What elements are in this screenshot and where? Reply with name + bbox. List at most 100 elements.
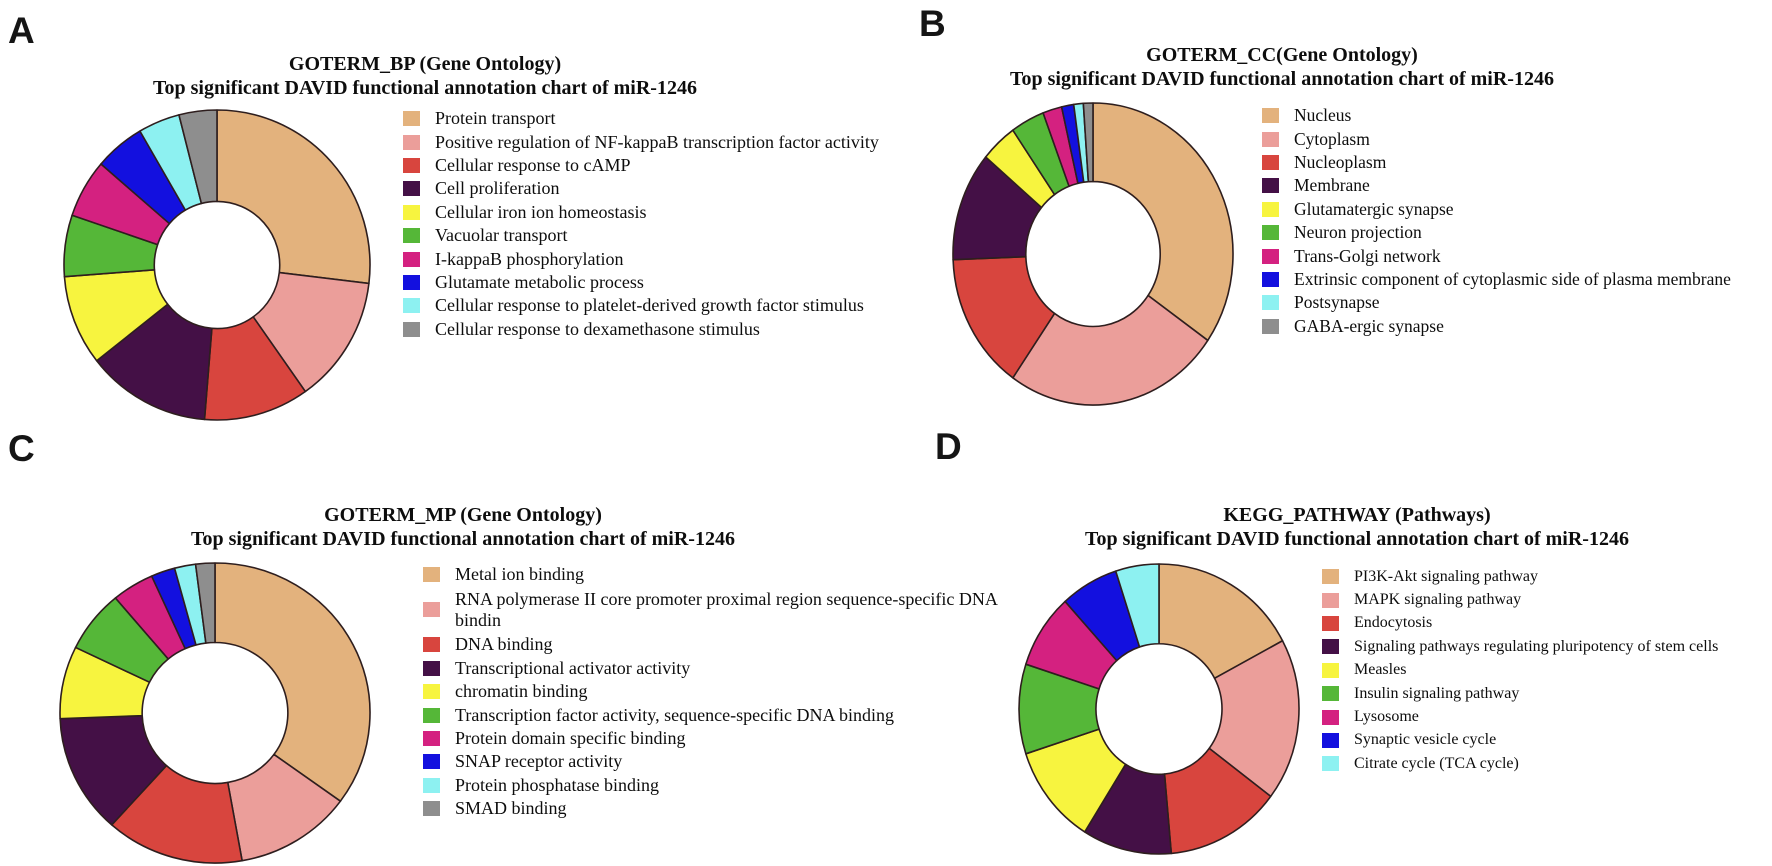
legend-label: Membrane — [1294, 175, 1370, 196]
legend-item: Cellular response to dexamethasone stimu… — [403, 318, 879, 341]
legend-swatch-icon — [403, 204, 420, 220]
legend-swatch-icon — [423, 637, 440, 653]
donut-segment-d-8 — [1114, 563, 1160, 648]
legend-item: Signaling pathways regulating pluripoten… — [1322, 635, 1718, 658]
legend-swatch-icon — [403, 134, 420, 150]
donut-segment-a-1 — [252, 271, 370, 393]
legend-item: Transcription factor activity, sequence-… — [423, 703, 998, 726]
legend-item: Extrinsic component of cytoplasmic side … — [1262, 268, 1731, 291]
legend-item: SNAP receptor activity — [423, 750, 998, 773]
panel-a-donut-chart — [63, 109, 371, 421]
panel-b-title: GOTERM_CC(Gene Ontology) Top significant… — [932, 43, 1632, 91]
panel-c-donut-chart — [59, 562, 371, 864]
panel-d-title-line1: KEGG_PATHWAY (Pathways) — [1223, 504, 1491, 526]
donut-segment-d-0 — [1158, 563, 1284, 680]
legend-swatch-icon — [1322, 639, 1339, 655]
legend-label: Positive regulation of NF-kappaB transcr… — [435, 131, 879, 152]
legend-swatch-icon — [1262, 201, 1279, 217]
legend-label: Lysosome — [1354, 708, 1419, 726]
legend-item: Transcriptional activator activity — [423, 657, 998, 680]
panel-d-title-line2: Top significant DAVID functional annotat… — [1085, 528, 1629, 550]
legend-item: SMAD binding — [423, 797, 998, 820]
legend-label: Metal ion binding — [455, 564, 584, 585]
legend-item: Protein domain specific binding — [423, 727, 998, 750]
legend-item: Glutamate metabolic process — [403, 271, 879, 294]
legend-label: Transcription factor activity, sequence-… — [455, 704, 895, 725]
legend-label: SMAD binding — [455, 798, 567, 819]
panel-c-title-line1: GOTERM_MP (Gene Ontology) — [324, 504, 602, 526]
legend-swatch-icon — [403, 251, 420, 267]
legend-label: Signaling pathways regulating pluripoten… — [1354, 637, 1719, 655]
legend-label: Trans-Golgi network — [1294, 245, 1441, 266]
legend-item: Glutamatergic synapse — [1262, 198, 1731, 221]
legend-label: Glutamatergic synapse — [1294, 198, 1454, 219]
legend-label: Cellular response to dexamethasone stimu… — [435, 318, 760, 339]
legend-label: Vacuolar transport — [435, 225, 568, 246]
legend-item: Nucleus — [1262, 104, 1731, 127]
legend-swatch-icon — [423, 754, 440, 770]
donut-segment-d-1 — [1208, 639, 1300, 798]
legend-item: Lysosome — [1322, 705, 1718, 728]
legend-item: Protein phosphatase binding — [423, 774, 998, 797]
legend-swatch-icon — [423, 707, 440, 723]
panel-d-title: KEGG_PATHWAY (Pathways) Top significant … — [1007, 503, 1707, 551]
legend-label: Cell proliferation — [435, 178, 560, 199]
legend-item: Citrate cycle (TCA cycle) — [1322, 752, 1718, 775]
legend-label: Cellular response to cAMP — [435, 154, 631, 175]
legend-label: GABA-ergic synapse — [1294, 315, 1444, 336]
panel-c-title: GOTERM_MP (Gene Ontology) Top significan… — [113, 503, 813, 551]
legend-item: Synaptic vesicle cycle — [1322, 729, 1718, 752]
legend-label: Transcriptional activator activity — [455, 657, 691, 678]
legend-swatch-icon — [1322, 756, 1339, 772]
legend-label: Endocytosis — [1354, 614, 1433, 632]
legend-label: Glutamate metabolic process — [435, 271, 644, 292]
legend-label: MAPK signaling pathway — [1354, 591, 1522, 609]
legend-item: Cytoplasm — [1262, 127, 1731, 150]
donut-segment-c-9 — [194, 562, 216, 644]
legend-item: Positive regulation of NF-kappaB transcr… — [403, 130, 879, 153]
legend-item: Protein transport — [403, 107, 879, 130]
legend-item: Nucleoplasm — [1262, 151, 1731, 174]
legend-swatch-icon — [1322, 592, 1339, 608]
panel-c-label: C — [8, 428, 35, 469]
panel-a-title-line2: Top significant DAVID functional annotat… — [153, 77, 697, 99]
legend-item: Neuron projection — [1262, 221, 1731, 244]
legend-swatch-icon — [1262, 248, 1279, 264]
donut-segment-a-0 — [216, 109, 371, 285]
panel-b-title-line2: Top significant DAVID functional annotat… — [1010, 68, 1554, 90]
legend-label: RNA polymerase II core promoter proximal… — [455, 588, 998, 630]
legend-swatch-icon — [1262, 154, 1279, 170]
legend-swatch-icon — [423, 567, 440, 583]
panel-b-label: B — [919, 3, 946, 44]
legend-swatch-icon — [423, 777, 440, 793]
legend-swatch-icon — [403, 321, 420, 337]
legend-swatch-icon — [1322, 662, 1339, 678]
legend-swatch-icon — [1322, 615, 1339, 631]
legend-swatch-icon — [1322, 569, 1339, 585]
legend-swatch-icon — [1262, 295, 1279, 311]
donut-segment-c-0 — [214, 562, 371, 802]
panel-d-label: D — [935, 426, 962, 467]
panel-d-donut-chart — [1018, 563, 1300, 855]
legend-label: Measles — [1354, 661, 1407, 679]
legend-item: Measles — [1322, 659, 1718, 682]
legend-item: PI3K-Akt signaling pathway — [1322, 565, 1718, 588]
legend-label: Protein transport — [435, 108, 556, 129]
legend-item: Postsynapse — [1262, 291, 1731, 314]
legend-swatch-icon — [1322, 732, 1339, 748]
legend-label: Cellular iron ion homeostasis — [435, 201, 647, 222]
legend-label: Cellular response to platelet-derived gr… — [435, 295, 864, 316]
legend-label: Citrate cycle (TCA cycle) — [1354, 754, 1519, 772]
legend-item: Cell proliferation — [403, 177, 879, 200]
legend-label: PI3K-Akt signaling pathway — [1354, 567, 1538, 585]
legend-swatch-icon — [403, 274, 420, 290]
legend-swatch-icon — [423, 801, 440, 817]
panel-a-title: GOTERM_BP (Gene Ontology) Top significan… — [75, 52, 775, 100]
legend-swatch-icon — [423, 602, 440, 618]
legend-label: Protein phosphatase binding — [455, 774, 659, 795]
legend-label: DNA binding — [455, 634, 553, 655]
legend-label: Nucleus — [1294, 105, 1352, 126]
legend-item: Vacuolar transport — [403, 224, 879, 247]
